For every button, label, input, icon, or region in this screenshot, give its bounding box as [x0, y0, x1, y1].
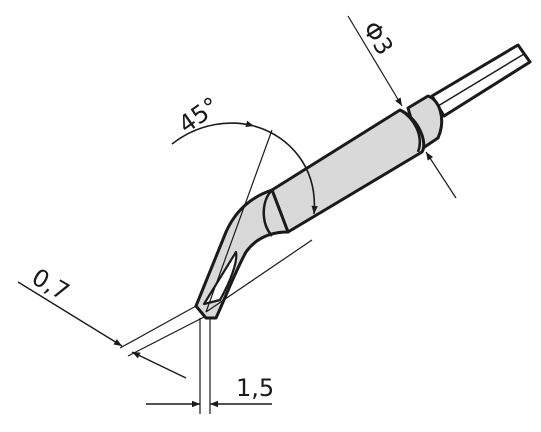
- diameter-label: Φ3: [357, 16, 399, 60]
- taper-inner-curve: [262, 189, 273, 237]
- width-label: 1,5: [236, 374, 274, 402]
- tip-body: [270, 108, 426, 234]
- chisel-face: [202, 250, 238, 306]
- thickness-dimension: 0,7: [17, 263, 207, 379]
- body-ring: [399, 108, 421, 153]
- width-dimension: 1,5: [146, 318, 274, 414]
- tip-shaft: [430, 43, 532, 118]
- thickness-label: 0,7: [27, 263, 74, 306]
- angle-label: 45°: [173, 92, 224, 139]
